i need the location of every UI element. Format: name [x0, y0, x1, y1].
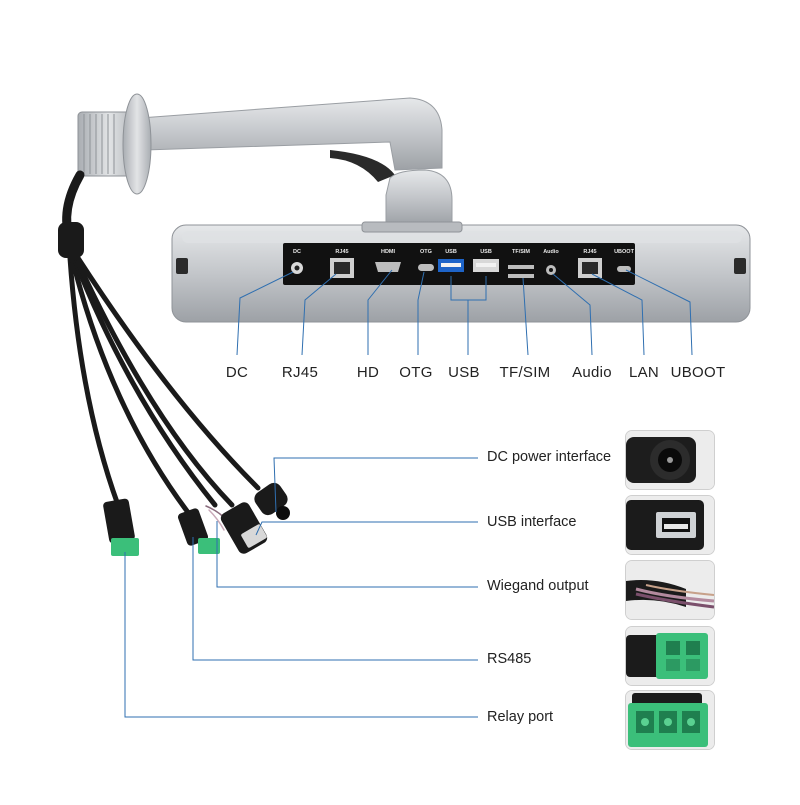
- wiegand-wire-b: [208, 509, 225, 531]
- usb-a-port-icon: [625, 495, 715, 555]
- connector-usb: [220, 502, 268, 554]
- leader-audio: [552, 273, 593, 356]
- panel-port-otg: OTG: [418, 249, 434, 271]
- panel-port-rj45: RJ45: [330, 249, 354, 278]
- panel-port-lan: RJ45: [578, 249, 602, 278]
- port-silk-uboot: UBOOT: [614, 249, 635, 255]
- leader-relay: [124, 552, 478, 718]
- panel-port-tfsim: TF/SIM: [508, 249, 534, 278]
- connector-rs485: [177, 508, 220, 554]
- wiegand-wires-icon: [625, 560, 715, 620]
- cable-usb: [73, 255, 235, 508]
- cable-harness: [58, 170, 290, 556]
- cable-rs485: [69, 255, 193, 518]
- leader-uboot: [625, 269, 693, 356]
- port-label-audio: Audio: [572, 364, 612, 381]
- port-label-rj45: RJ45: [281, 364, 319, 381]
- cable-relay: [67, 255, 121, 508]
- cable-label-rs485: RS485: [487, 651, 532, 667]
- connector-dc: [254, 482, 290, 520]
- leader-rs485: [192, 537, 478, 661]
- cable-dc: [75, 255, 261, 491]
- port-label-hd: HD: [356, 364, 380, 381]
- port-silk-audio: Audio: [543, 249, 559, 255]
- cable-splitter: [58, 222, 84, 258]
- panel-port-usb: USB: [438, 249, 464, 272]
- leader-dc: [236, 271, 294, 356]
- port-label-otg: OTG: [399, 364, 433, 381]
- port-label-uboot: UBOOT: [670, 364, 726, 381]
- port-silk-usb2: USB: [480, 249, 492, 255]
- connector-relay: [103, 498, 139, 556]
- port-label-usb: USB: [448, 364, 480, 381]
- leader-usb-interface: [255, 521, 478, 536]
- cable-label-wiegand: Wiegand output: [487, 578, 589, 594]
- port-silk-otg: OTG: [420, 249, 432, 255]
- cable-label-dc-power: DC power interface: [487, 449, 612, 465]
- dc-barrel-jack-icon: [625, 430, 715, 490]
- port-silk-usb: USB: [445, 249, 457, 255]
- leader-lan: [591, 273, 645, 356]
- port-silk-rj45: RJ45: [335, 249, 348, 255]
- leader-hd: [367, 269, 393, 355]
- three-pin-terminal-icon: [625, 690, 715, 750]
- port-label-lan: LAN: [628, 364, 660, 381]
- two-pin-terminal-icon: [625, 626, 715, 686]
- panel-port-hd: HDMI: [375, 249, 401, 272]
- leader-dc-power: [273, 457, 478, 513]
- port-label-dc: DC: [225, 364, 249, 381]
- leader-otg: [417, 271, 425, 355]
- port-silk-lan: RJ45: [583, 249, 596, 255]
- mounting-arm: [77, 93, 453, 226]
- leader-tfsim: [522, 277, 529, 356]
- port-silk-tfsim: TF/SIM: [512, 249, 530, 255]
- cable-label-usb: USB interface: [487, 514, 577, 530]
- panel-port-audio: Audio: [543, 249, 559, 275]
- leader-wiegand: [216, 521, 478, 588]
- cable-wiegand: [71, 255, 218, 508]
- leader-lines: [124, 269, 693, 718]
- panel-port-dc: DC: [291, 249, 303, 274]
- leader-rj45: [301, 273, 337, 356]
- port-silk-dc: DC: [293, 249, 301, 255]
- panel-port-usb2: USB: [473, 249, 499, 272]
- port-label-tfsim: TF/SIM: [499, 364, 551, 381]
- port-silk-hd: HDMI: [381, 249, 396, 255]
- cable-label-relay: Relay port: [487, 709, 554, 725]
